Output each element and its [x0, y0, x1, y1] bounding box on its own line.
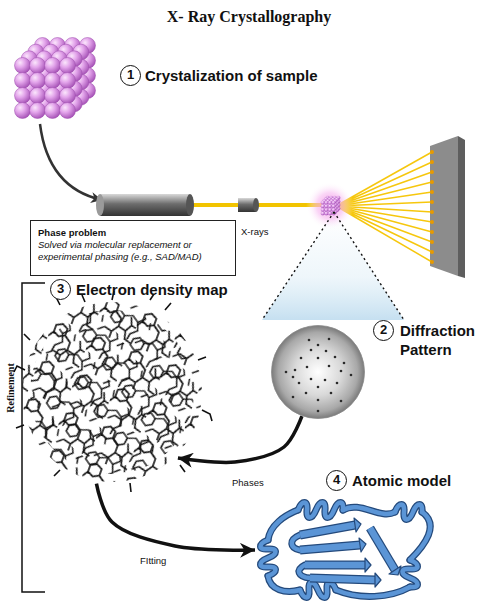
detector-spot	[430, 200, 434, 204]
strand-heads	[354, 518, 401, 587]
detector-plate	[430, 136, 458, 276]
zoom-line	[334, 212, 404, 320]
detector-spot	[430, 230, 434, 234]
strand-head	[365, 558, 371, 572]
detector-spot	[430, 240, 434, 244]
strand-head	[375, 573, 381, 587]
connector-layer	[96, 416, 301, 550]
detector-spot	[430, 250, 434, 254]
detector-spot	[430, 160, 434, 164]
detector-spot	[430, 170, 434, 174]
strand-head	[389, 566, 401, 575]
note-box: Phase problemSolved via molecular replac…	[30, 220, 236, 276]
note-body: Solved via molecular replacement or expe…	[38, 239, 228, 263]
zoom-line	[262, 212, 334, 320]
xray-beam	[190, 203, 326, 207]
diffraction-disc	[272, 326, 365, 419]
strand-fill	[300, 525, 395, 580]
xray-source	[100, 194, 190, 216]
step-heading: Diffraction Pattern	[400, 321, 482, 359]
ribbon-outline	[261, 503, 431, 598]
step-number: 3	[50, 279, 71, 300]
edge-label: FItting	[140, 555, 166, 567]
step-heading: Crystalization of sample	[145, 66, 318, 85]
diffracted-rays	[336, 152, 432, 262]
bracket-label: Refinement	[5, 363, 17, 412]
step-number: 4	[326, 470, 347, 491]
crystal-glow	[306, 182, 354, 230]
step-heading: Atomic model	[352, 471, 451, 490]
small-crystal	[321, 196, 340, 215]
density-mesh	[30, 310, 194, 474]
diffraction-spots	[285, 338, 353, 413]
strand-head	[354, 518, 361, 532]
circle-outline	[271, 325, 365, 419]
edge-label: Phases	[232, 477, 264, 489]
diagram-title: X- Ray Crystallography	[0, 7, 498, 27]
collimator-end	[253, 198, 259, 212]
detector-spot	[430, 260, 434, 264]
xray-source-end	[186, 194, 194, 216]
refinement-bracket	[22, 283, 45, 592]
detector-side	[458, 136, 465, 278]
step-number: 2	[373, 320, 394, 341]
crystal-step: 1Crystalization of sample	[15, 38, 95, 118]
xray-source-end	[96, 194, 104, 216]
ribbon-fill	[261, 503, 431, 598]
detector-spots	[430, 150, 434, 264]
beam-label: X-rays	[241, 226, 268, 238]
detector-spot	[430, 150, 434, 154]
connector-arrow	[178, 416, 302, 462]
atomic-model: 4Atomic model	[255, 495, 445, 605]
connector-arrow	[96, 484, 255, 551]
step-heading: Electron density map	[76, 280, 228, 299]
step-number: 1	[120, 65, 141, 86]
density-strands	[14, 291, 212, 492]
detector-spot	[430, 220, 434, 224]
note-heading: Phase problem	[38, 227, 228, 239]
flow-arrow	[40, 124, 102, 200]
collimator	[238, 198, 256, 212]
crystal-cube	[15, 38, 96, 119]
zoom-cone	[262, 212, 404, 320]
detector-spot	[430, 210, 434, 214]
electron-density-map: 3Electron density map	[20, 300, 205, 485]
detector-spot	[430, 190, 434, 194]
density-mesh	[22, 302, 202, 482]
detector-spot	[430, 180, 434, 184]
diffraction-pattern: 2Diffraction Pattern	[271, 325, 365, 419]
strand-outline	[300, 525, 395, 580]
strand-head	[359, 538, 366, 552]
